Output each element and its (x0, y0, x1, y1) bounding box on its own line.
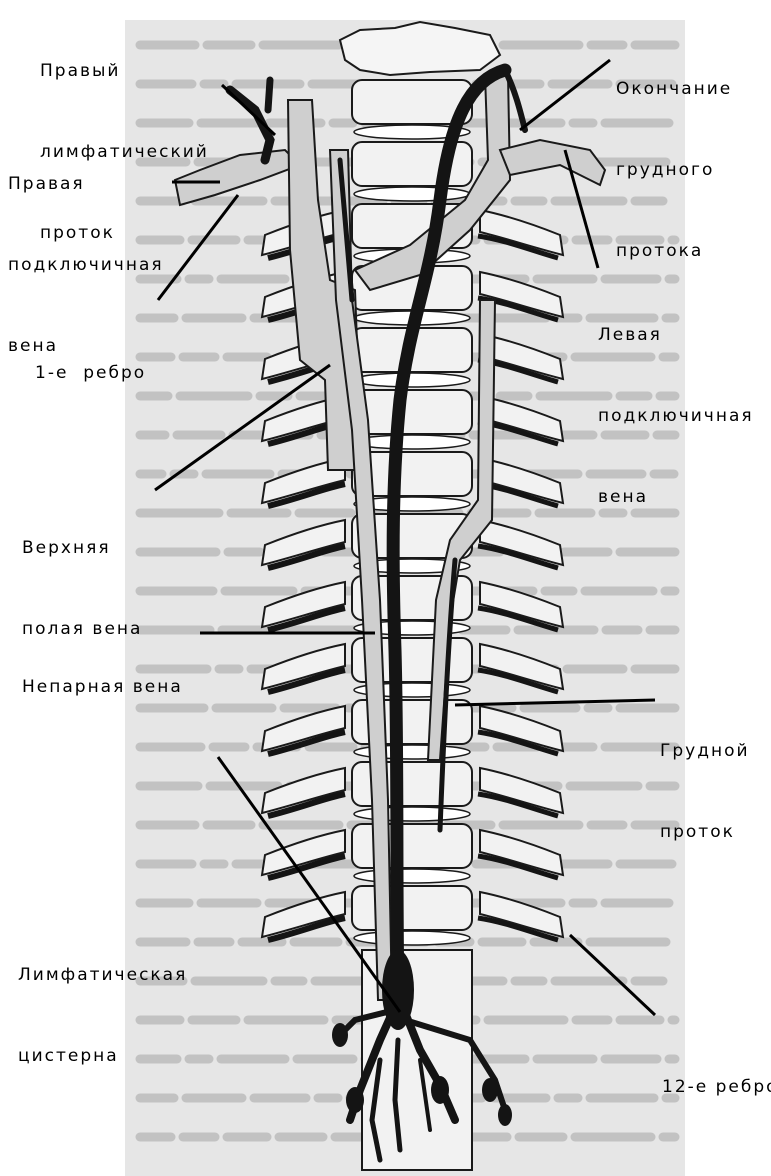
intervertebral-disc (354, 931, 470, 945)
label-line: Верхняя (22, 535, 142, 562)
intervertebral-disc (354, 187, 470, 201)
label-line: грудного (616, 157, 732, 184)
label-line: 12-е ребро (662, 1074, 771, 1101)
label-line: подключичная (598, 403, 754, 430)
label-first-rib: 1-е ребро (35, 306, 146, 414)
label-line: цистерна (18, 1043, 187, 1070)
label-twelfth-rib: 12-е ребро (662, 1020, 771, 1128)
label-left-subclavian-vein: Левая подключичная вена (598, 268, 754, 538)
label-line: Грудной (660, 738, 750, 765)
vertebra (352, 824, 472, 868)
label-line: Левая (598, 322, 754, 349)
vertebra (352, 390, 472, 434)
label-line: 1-е ребро (35, 360, 146, 387)
intervertebral-disc (354, 373, 470, 387)
intervertebral-disc (354, 435, 470, 449)
label-line: подключичная (8, 252, 164, 279)
label-line: протока (616, 238, 732, 265)
label-line: вена (598, 484, 754, 511)
label-line: Правый (40, 58, 209, 85)
label-cisterna-chyli: Лимфатическая цистерна (18, 908, 187, 1097)
label-line: Лимфатическая (18, 962, 187, 989)
label-line: Правая (8, 171, 164, 198)
vertebra (352, 886, 472, 930)
label-line: Непарная вена (22, 674, 183, 701)
label-thoracic-duct: Грудной проток (660, 684, 750, 873)
label-line: проток (660, 819, 750, 846)
label-line: Окончание (616, 76, 732, 103)
intervertebral-disc (354, 869, 470, 883)
label-thoracic-duct-end: Окончание грудного протока (616, 22, 732, 292)
label-azygos-vein: Непарная вена (22, 620, 183, 728)
